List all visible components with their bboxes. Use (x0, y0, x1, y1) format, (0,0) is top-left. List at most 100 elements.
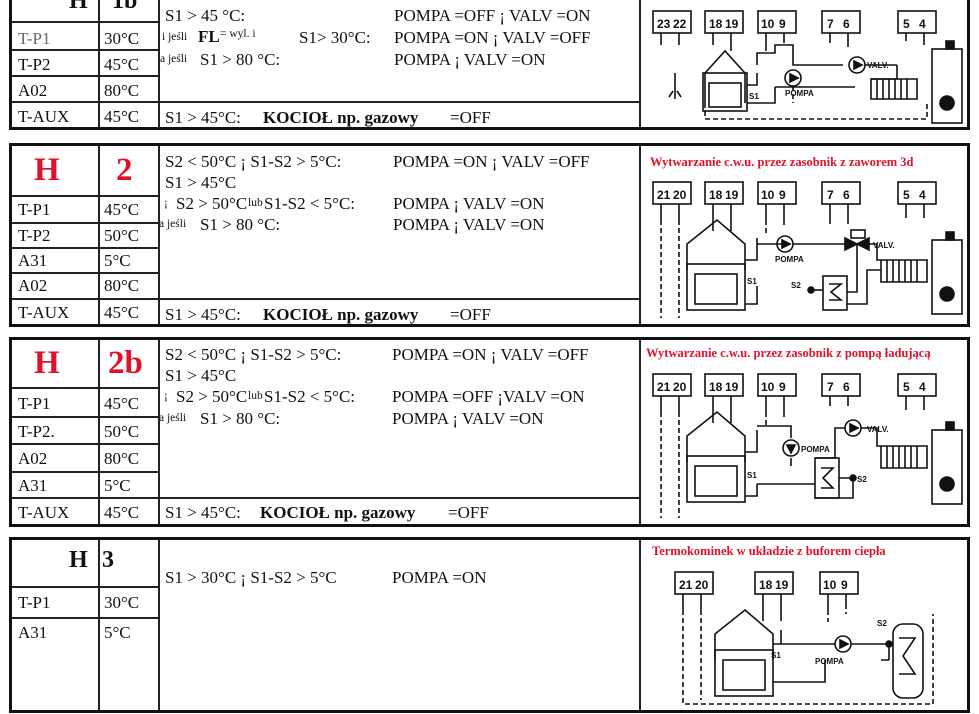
rule-output: POMPA =OFF ¡ VALV =ON (394, 6, 591, 25)
param-value: 80°C (104, 449, 140, 468)
param-name: A02 (18, 81, 48, 100)
rule-output: POMPA =ON (392, 568, 487, 587)
rule-output: POMPA =OFF ¡VALV =ON (392, 387, 585, 406)
param-value: 45°C (104, 107, 140, 126)
param-name: T-P2 (18, 55, 51, 74)
mode-code: 1b (112, 0, 138, 14)
rule-condition: S2 < 50°C ¡ S1-S2 > 5°C: (165, 345, 342, 364)
terminal-label: 5 (903, 17, 910, 31)
sensor-label: S2 (877, 619, 887, 628)
terminal-label: 18 (759, 578, 773, 592)
param-name: T-AUX (18, 503, 70, 522)
param-value: 45°C (104, 200, 140, 219)
rule-condition: S1-S2 < 5°C: (264, 194, 356, 213)
param-value: 30°C (104, 29, 140, 48)
param-name: T-P1 (18, 394, 51, 413)
rule-condition: S1-S2 < 5°C: (264, 387, 356, 406)
param-name: A31 (18, 251, 48, 270)
terminal-label: 7 (827, 188, 834, 202)
rule-output: POMPA =ON ¡ VALV =OFF (392, 345, 589, 364)
rule-prefix: a jeśli (159, 412, 187, 424)
param-value: 5°C (104, 623, 131, 642)
terminal-label: 4 (919, 17, 926, 31)
fl-state: = wyl. i (220, 28, 256, 40)
mode-code: 3 (102, 547, 114, 573)
terminal-label: 18 (709, 380, 723, 394)
param-value: 45°C (104, 394, 140, 413)
param-name: A31 (18, 476, 48, 495)
rule-condition-extra: S1 > 45°C (165, 366, 237, 385)
param-value: 45°C (104, 503, 140, 522)
terminal-label: 10 (761, 380, 775, 394)
param-value: 5°C (104, 476, 131, 495)
mode-letter: H (69, 0, 88, 14)
aux-condition: S1 > 45°C: (165, 305, 241, 324)
mode-letter: H (34, 152, 60, 188)
sensor-label: S1 (747, 471, 757, 480)
param-name: A31 (18, 623, 48, 642)
valve-label: VALV. (867, 425, 889, 434)
param-value: 45°C (104, 55, 140, 74)
param-name: T-P1 (18, 200, 51, 219)
rule-output: POMPA ¡ VALV =ON (393, 215, 545, 234)
rule-output: POMPA =ON ¡ VALV =OFF (393, 152, 590, 171)
mode-code: 2 (116, 152, 133, 188)
terminal-label: 5 (903, 188, 910, 202)
mode-code: 2b (108, 345, 143, 381)
terminal-label: 9 (779, 380, 786, 394)
terminal-label: 5 (903, 380, 910, 394)
rule-condition: S1> 30°C: (299, 28, 371, 47)
rule-condition-extra: S1 > 45°C (165, 173, 237, 192)
rule-prefix: ¡ (164, 390, 168, 402)
terminal-label: 19 (775, 578, 789, 592)
mode-letter: H (34, 345, 60, 381)
diagram-title: Termokominek w układzie z buforem ciepła (652, 544, 886, 558)
rule-lub: lub (248, 390, 263, 402)
rule-output: POMPA ¡ VALV =ON (392, 409, 544, 428)
terminal-label: 21 (657, 380, 671, 394)
rule-prefix: a jeśli (159, 218, 187, 230)
rule-condition: S1 > 80 °C: (200, 50, 281, 69)
aux-condition: S1 > 45°C: (165, 503, 241, 522)
terminal-label: 7 (827, 380, 834, 394)
fl-flag: FL (198, 27, 220, 46)
rule-condition: S1 > 45 °C: (165, 6, 246, 25)
rule-output: POMPA =ON ¡ VALV =OFF (394, 28, 591, 47)
rule-condition: S2 > 50°C (176, 194, 248, 213)
aux-output: =OFF (450, 108, 491, 127)
aux-output: =OFF (450, 305, 491, 324)
sensor-label: S1 (771, 651, 781, 660)
pump-label: POMPA (815, 657, 844, 666)
param-value: 80°C (104, 276, 140, 295)
mode-letter: H (69, 547, 88, 573)
terminal-label: 10 (823, 578, 837, 592)
aux-condition: S1 > 45°C: (165, 108, 241, 127)
terminal-label: 18 (709, 188, 723, 202)
param-value: 80°C (104, 81, 140, 100)
mode-section-h1b: H 1b T-P1 30°C T-P2 45°C A02 80°C T-AUX … (9, 0, 970, 130)
diagram-title: Wytwarzanie c.w.u. przez zasobnik z zawo… (650, 155, 914, 169)
terminal-label: 10 (761, 188, 775, 202)
terminal-label: 18 (709, 17, 723, 31)
param-name: A02 (18, 449, 48, 468)
aux-device: KOCIOŁ np. gazowy (263, 305, 419, 324)
terminal-label: 19 (725, 17, 739, 31)
terminal-label: 19 (725, 380, 739, 394)
param-name: T-AUX (18, 303, 70, 322)
rule-prefix: a jeśli (160, 53, 188, 65)
mode-section-h2: H 2 T-P1 45°C T-P2 50°C A31 5°C A02 80°C… (9, 143, 970, 327)
terminal-label: 22 (673, 17, 687, 31)
terminal-label: 20 (673, 380, 687, 394)
rule-prefix: ¡ (164, 197, 168, 209)
terminal-label: 21 (679, 578, 693, 592)
aux-device: KOCIOŁ np. gazowy (263, 108, 419, 127)
rule-condition: S2 < 50°C ¡ S1-S2 > 5°C: (165, 152, 342, 171)
valve-label: VALV. (867, 61, 889, 70)
terminal-label: 19 (725, 188, 739, 202)
param-name: T-P2. (18, 422, 55, 441)
diagram-title: Wytwarzanie c.w.u. przez zasobnik z pomp… (646, 346, 931, 360)
